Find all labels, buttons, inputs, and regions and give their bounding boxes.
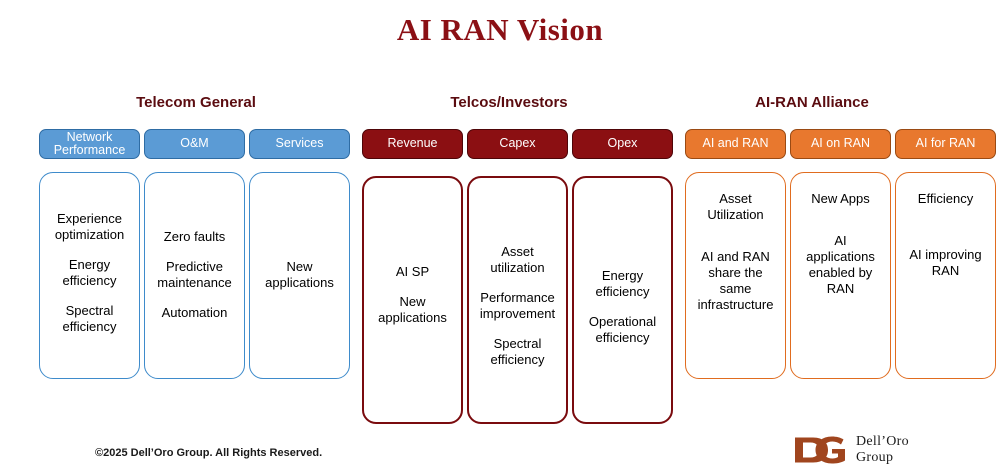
column-card-ai-and-ran[interactable]: Asset Utilization AI and RAN share the sa… bbox=[685, 172, 786, 379]
section-header-ai-ran-alliance: AI-RAN Alliance bbox=[755, 94, 869, 111]
column-header-label: Network Performance bbox=[53, 129, 126, 157]
column-header-network-performance[interactable]: Network Performance bbox=[39, 129, 140, 159]
section-header-telecom-general: Telecom General bbox=[136, 94, 256, 111]
logo-line-1: Dell’Oro bbox=[856, 434, 909, 449]
column-card-revenue[interactable]: AI SP New applications bbox=[362, 176, 463, 424]
column-header-label: Opex bbox=[607, 136, 638, 151]
column-header-label: AI on RAN bbox=[810, 136, 871, 151]
column-item: AI and RAN share the same infrastructure bbox=[697, 249, 774, 312]
column-card-services[interactable]: New applications bbox=[249, 172, 350, 379]
dg-monogram-icon bbox=[795, 436, 845, 464]
column-item: AI improving RAN bbox=[909, 247, 982, 278]
column-header-label: Capex bbox=[499, 136, 536, 151]
column-header-label: AI and RAN bbox=[702, 136, 769, 151]
copyright-notice: ©2025 Dell’Oro Group. All Rights Reserve… bbox=[95, 447, 323, 459]
column-card-ai-for-ran[interactable]: Efficiency AI improving RAN bbox=[895, 172, 996, 379]
column-item: Energy efficiency bbox=[595, 268, 650, 299]
column-item: Spectral efficiency bbox=[62, 303, 117, 334]
column-item: Experience optimization bbox=[54, 211, 125, 242]
column-header-label: Revenue bbox=[387, 136, 438, 151]
column-item: Automation bbox=[161, 305, 228, 320]
column-header-label: Services bbox=[275, 136, 324, 151]
column-card-ai-on-ran[interactable]: New Apps AI applications enabled by RAN bbox=[790, 172, 891, 379]
column-item: Asset utilization bbox=[490, 244, 545, 275]
column-item: AI SP bbox=[395, 264, 430, 279]
column-card-items: AI SP New applications bbox=[364, 178, 461, 326]
logo-line-2: Group bbox=[856, 450, 894, 465]
column-item: Predictive maintenance bbox=[157, 259, 232, 290]
column-item: Energy efficiency bbox=[62, 257, 117, 288]
column-card-items: Efficiency AI improving RAN bbox=[896, 173, 995, 279]
column-header-opex[interactable]: Opex bbox=[572, 129, 673, 159]
logo-wordmark: Dell’Oro Group bbox=[856, 434, 909, 466]
column-header-ai-for-ran[interactable]: AI for RAN bbox=[895, 129, 996, 159]
column-item: Spectral efficiency bbox=[490, 336, 545, 367]
column-header-ai-and-ran[interactable]: AI and RAN bbox=[685, 129, 786, 159]
column-item: AI applications enabled by RAN bbox=[806, 233, 875, 296]
column-item: New applications bbox=[378, 294, 447, 325]
column-header-capex[interactable]: Capex bbox=[467, 129, 568, 159]
column-card-items: New applications bbox=[250, 173, 349, 291]
column-header-label: O&M bbox=[180, 136, 209, 151]
column-item: Operational efficiency bbox=[588, 314, 657, 345]
column-item: Asset Utilization bbox=[707, 191, 764, 222]
column-header-label: AI for RAN bbox=[915, 136, 976, 151]
column-header-revenue[interactable]: Revenue bbox=[362, 129, 463, 159]
column-header-services[interactable]: Services bbox=[249, 129, 350, 159]
column-card-items: New Apps AI applications enabled by RAN bbox=[791, 173, 890, 297]
column-header-ai-on-ran[interactable]: AI on RAN bbox=[790, 129, 891, 159]
column-item: Performance improvement bbox=[479, 290, 556, 321]
column-item: New applications bbox=[265, 259, 334, 290]
section-header-telcos-investors: Telcos/Investors bbox=[450, 94, 568, 111]
dell-oro-group-logo: Dell’Oro Group bbox=[793, 429, 973, 471]
column-item: New Apps bbox=[811, 191, 870, 206]
column-item: Efficiency bbox=[917, 191, 974, 206]
column-card-items: Asset Utilization AI and RAN share the sa… bbox=[686, 173, 785, 313]
page-title: AI RAN Vision bbox=[396, 12, 604, 47]
column-header-om[interactable]: O&M bbox=[144, 129, 245, 159]
column-item: Zero faults bbox=[163, 229, 226, 244]
